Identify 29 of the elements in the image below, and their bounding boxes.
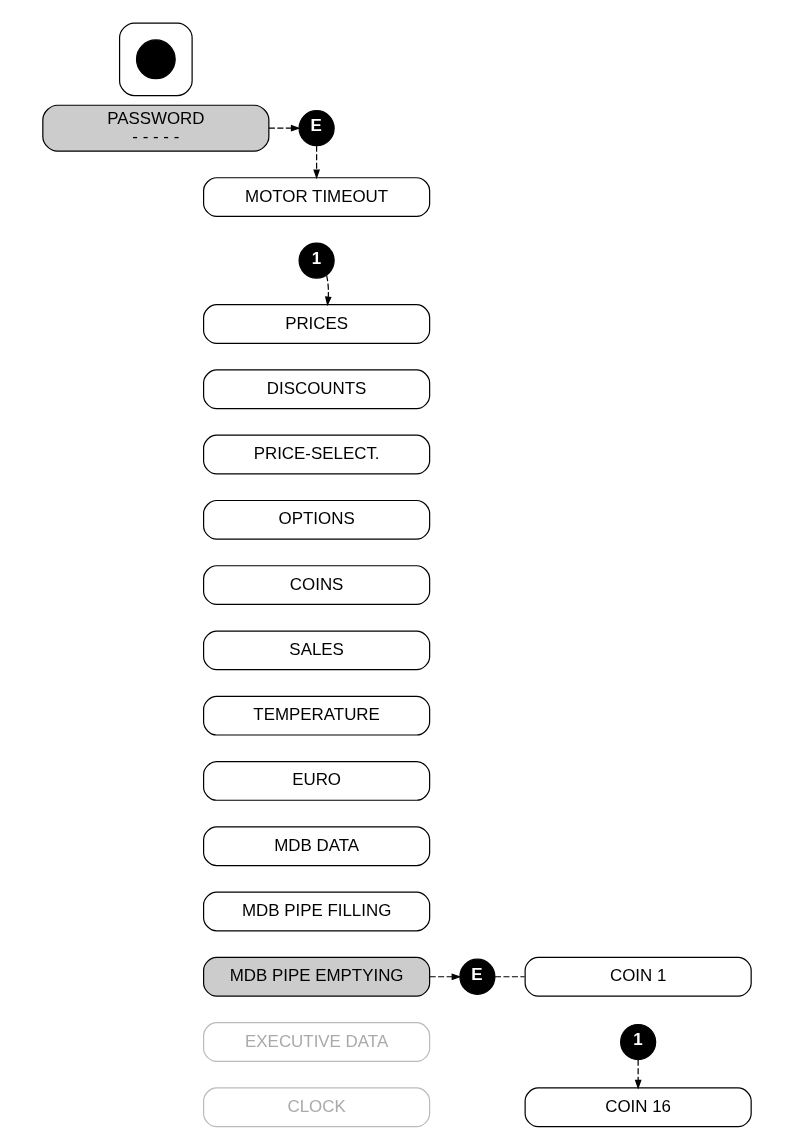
node-circle: E	[458, 958, 495, 995]
node-box: COINS	[202, 565, 430, 606]
arrow	[324, 274, 332, 307]
node-box: PASSWORD - - - - -	[41, 104, 269, 152]
node-box: PRICES	[202, 304, 430, 344]
node-box: CLOCK	[202, 1087, 430, 1128]
node-box: DISCOUNTS	[202, 369, 430, 410]
arrow	[428, 973, 461, 981]
node-box: MDB PIPE EMPTYING	[202, 956, 430, 997]
node-box: COIN 16	[524, 1087, 752, 1128]
arrow	[634, 1059, 642, 1090]
cluster	[118, 22, 193, 97]
node-box: EURO	[202, 761, 430, 801]
node-box: MOTOR TIMEOUT	[202, 177, 430, 218]
node-box: TEMPERATURE	[202, 695, 430, 736]
node-box: PRICE-SELECT.	[202, 434, 430, 475]
node-box: MDB DATA	[202, 826, 430, 867]
node-box: OPTIONS	[202, 499, 430, 540]
node-circle	[135, 39, 176, 80]
node-box: SALES	[202, 630, 430, 671]
arrow	[267, 124, 301, 132]
node-box: MDB PIPE FILLING	[202, 891, 430, 932]
node-box: EXECUTIVE DATA	[202, 1022, 430, 1062]
node-circle: E	[298, 110, 335, 147]
node-circle: 1	[619, 1023, 656, 1061]
connector	[493, 976, 525, 978]
node-box: COIN 1	[524, 956, 752, 997]
node-circle: 1	[298, 242, 335, 279]
arrow	[312, 145, 320, 180]
